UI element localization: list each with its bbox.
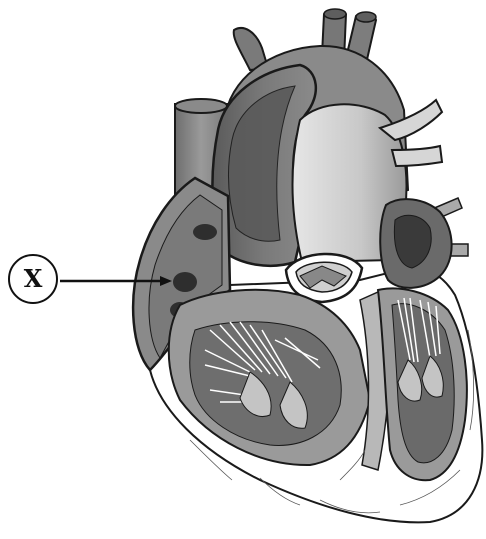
label-x-circle: X [8,254,58,304]
label-x-text: X [24,267,43,291]
left-atrium [380,199,451,288]
